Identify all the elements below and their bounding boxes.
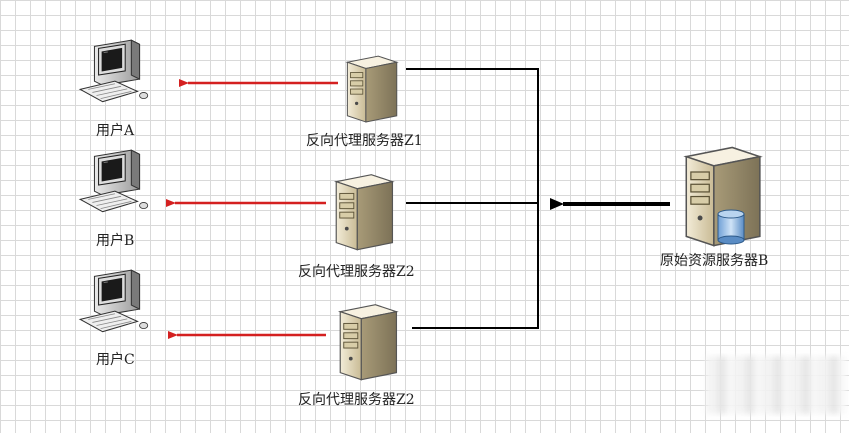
proxy-connector [406,68,539,329]
user-a-label: 用户A [96,123,135,139]
user-c-label: 用户C [96,352,135,368]
origin-server-icon [685,146,761,247]
origin-server-label: 原始资源服务器B [660,253,769,269]
proxy-z2a-label: 反向代理服务器Z2 [298,264,415,280]
user-c-computer-icon [79,269,149,333]
proxy-z1-label: 反向代理服务器Z1 [306,133,423,149]
proxy-server-z2a-icon [335,174,394,251]
user-b-label: 用户B [96,233,135,249]
database-icon [717,209,745,245]
watermark-blur [706,356,846,414]
user-b-computer-icon [79,149,149,213]
proxy-z2b-label: 反向代理服务器Z2 [298,392,415,408]
proxy-server-z1-icon [346,55,398,123]
user-a-computer-icon [79,39,149,103]
proxy-server-z2b-icon [339,304,398,381]
